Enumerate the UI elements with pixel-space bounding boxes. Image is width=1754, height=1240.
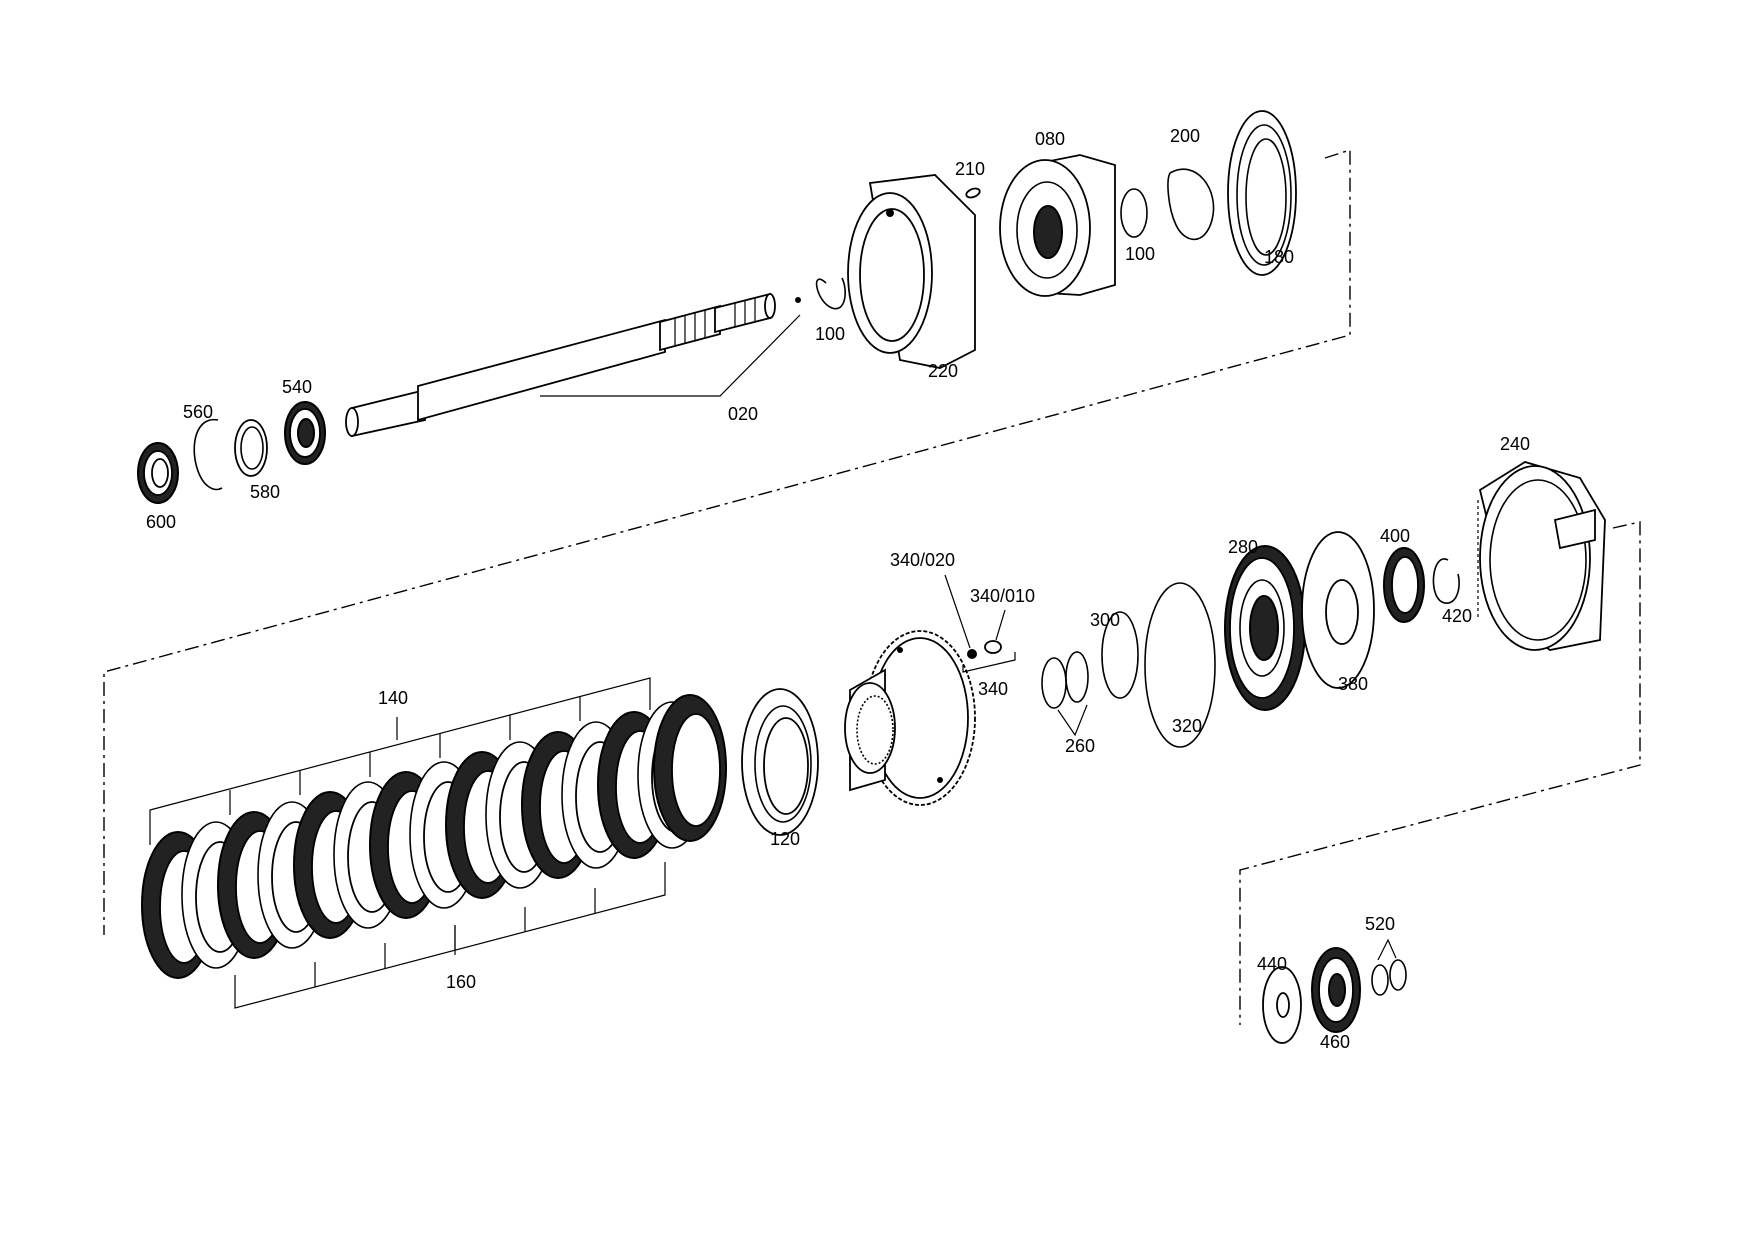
ring-600-drawing [137, 442, 179, 504]
label-540: 540 [282, 377, 312, 397]
snap-ring-100-drawing [815, 277, 846, 310]
ring-100-right-drawing [1120, 188, 1148, 238]
label-260: 260 [1065, 736, 1095, 756]
label-300: 300 [1090, 610, 1120, 630]
gear-drawing [844, 630, 976, 806]
label-140: 140 [378, 688, 408, 708]
label-180: 180 [1264, 247, 1294, 267]
clutch-pack-140-160-drawing [141, 694, 727, 979]
rings-260-drawing [1041, 651, 1089, 737]
bearing-400-drawing [1383, 547, 1425, 623]
bearing-460-drawing [1311, 947, 1361, 1033]
label-460: 460 [1320, 1032, 1350, 1052]
label-580: 580 [250, 482, 280, 502]
disc-440-drawing [1262, 966, 1302, 1044]
bracket-140 [149, 677, 651, 845]
leader-lines-top [540, 314, 801, 397]
disc-120-drawing [741, 688, 819, 836]
ring-580-drawing [234, 419, 268, 477]
snap-ring-420-drawing [1432, 558, 1460, 604]
label-340-010: 340/010 [970, 586, 1035, 606]
label-440: 440 [1257, 954, 1287, 974]
bearing-280-drawing [1224, 545, 1306, 711]
label-080: 080 [1035, 129, 1065, 149]
shaft-020-drawing [345, 292, 801, 438]
label-220: 220 [928, 361, 958, 381]
label-320: 320 [1172, 716, 1202, 736]
bearing-080-drawing [999, 154, 1116, 297]
label-100-right: 100 [1125, 244, 1155, 264]
label-340-020: 340/020 [890, 550, 955, 570]
label-280: 280 [1228, 537, 1258, 557]
drum-240-drawing [1477, 461, 1606, 651]
label-240: 240 [1500, 434, 1530, 454]
disc-380-drawing [1301, 531, 1375, 689]
label-020: 020 [728, 404, 758, 424]
snap-ring-560-drawing [193, 419, 223, 491]
housing-220-drawing [847, 174, 976, 369]
label-520: 520 [1365, 914, 1395, 934]
ring-320-drawing [1144, 582, 1216, 748]
label-560: 560 [183, 402, 213, 422]
label-210: 210 [955, 159, 985, 179]
ring-300-drawing [1101, 611, 1139, 699]
part-labels: 600 560 580 540 020 100 220 210 080 100 … [146, 126, 1530, 1052]
label-200: 200 [1170, 126, 1200, 146]
label-380: 380 [1338, 674, 1368, 694]
bearing-540-drawing [284, 401, 326, 465]
bracket-160 [234, 862, 666, 1009]
label-400: 400 [1380, 526, 1410, 546]
label-160: 160 [446, 972, 476, 992]
rings-520-drawing [1371, 938, 1407, 996]
label-100-left: 100 [815, 324, 845, 344]
assembly-guide-lines [103, 149, 1641, 1025]
snap-ring-200-drawing [1167, 168, 1215, 241]
label-420: 420 [1442, 606, 1472, 626]
pin-210-drawing [965, 187, 981, 199]
label-600: 600 [146, 512, 176, 532]
label-340: 340 [978, 679, 1008, 699]
parts-340-drawing [944, 574, 1016, 673]
seal-180-drawing [1227, 110, 1297, 276]
label-120: 120 [770, 829, 800, 849]
